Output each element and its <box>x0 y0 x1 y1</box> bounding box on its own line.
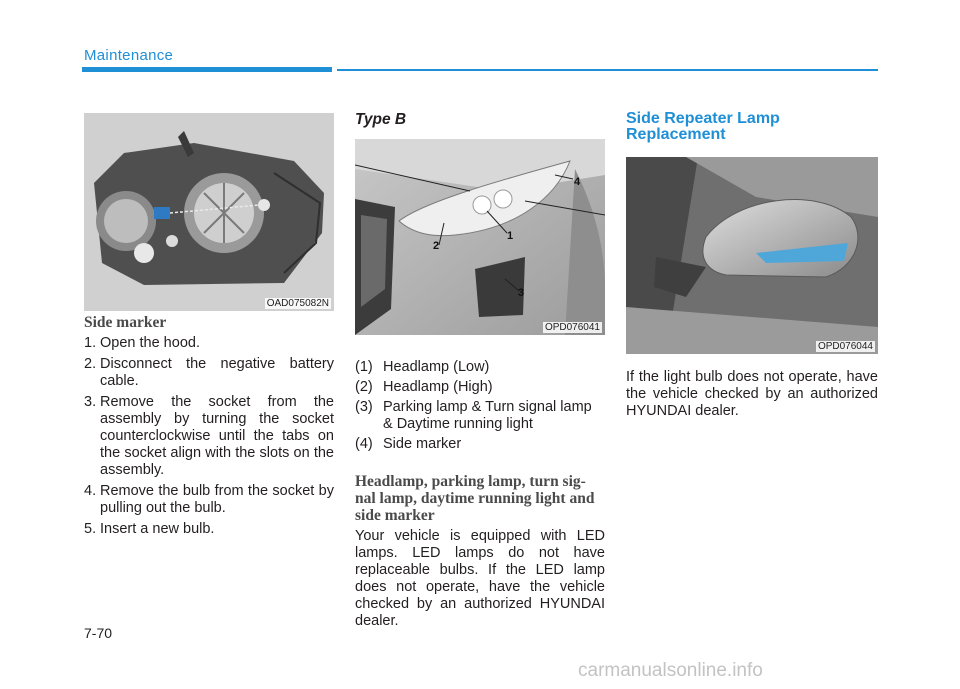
step-text: Disconnect the negative battery cable. <box>100 356 334 389</box>
list-item: (4) Side marker <box>355 436 605 453</box>
step-number: 4. <box>84 483 97 499</box>
figure-spacer <box>626 155 878 365</box>
side-marker-heading: Side marker <box>84 314 167 331</box>
step-number: 3. <box>84 394 97 410</box>
list-item: 4.Remove the bulb from the socket by pul… <box>84 483 334 517</box>
type-b-heading: Type B <box>355 111 407 128</box>
type-b-headlamp-illustration: 2 1 3 4 <box>355 139 605 335</box>
figure-code: OPD076044 <box>815 341 875 352</box>
list-item: 5.Insert a new bulb. <box>84 521 334 538</box>
step-number: 2. <box>84 356 97 372</box>
item-text: Side marker <box>383 436 462 452</box>
page-number: 7-70 <box>84 625 113 641</box>
item-number: (4) <box>355 436 373 452</box>
step-text: Open the hood. <box>100 335 200 351</box>
section-title: Maintenance <box>84 47 174 64</box>
side-mirror-illustration <box>626 157 878 354</box>
item-text: Headlamp (Low) <box>383 359 490 375</box>
step-text: Insert a new bulb. <box>100 521 215 537</box>
side-marker-section: Side marker 1.Open the hood. 2.Disconnec… <box>84 314 334 542</box>
callout-3: 3 <box>518 287 524 299</box>
callout-4: 4 <box>574 176 581 188</box>
figure-side-repeater: OPD076044 <box>626 157 878 354</box>
item-number: (2) <box>355 379 373 395</box>
item-number: (1) <box>355 359 373 375</box>
item-text: Parking lamp & Turn signal lamp & Daytim… <box>383 399 592 432</box>
side-marker-steps: 1.Open the hood. 2.Disconnect the negati… <box>84 335 334 538</box>
figure-code: OPD076041 <box>542 322 602 333</box>
list-item: (1) Headlamp (Low) <box>355 359 605 376</box>
headlamp-assembly-illustration <box>84 113 334 311</box>
step-number: 1. <box>84 335 97 351</box>
callout-1: 1 <box>507 230 513 242</box>
figure-side-marker: OAD075082N <box>84 113 334 311</box>
header-rule-thick <box>82 67 332 72</box>
item-number: (3) <box>355 399 373 415</box>
list-item: 1.Open the hood. <box>84 335 334 352</box>
list-item: 3.Remove the socket from the assembly by… <box>84 394 334 479</box>
item-text: Headlamp (High) <box>383 379 493 395</box>
step-number: 5. <box>84 521 97 537</box>
header-rule-thin <box>337 69 878 71</box>
side-repeater-section: Side Repeater Lamp Replacement If the li… <box>626 111 878 420</box>
step-text: Remove the bulb from the socket by pulli… <box>100 483 334 516</box>
type-b-section: Type B (1) Headlamp (Low) (2) Headlamp (Hi… <box>355 111 605 630</box>
step-text: Remove the socket from the assembly by t… <box>100 394 334 478</box>
led-body-text: Your vehicle is equipped with LED lamps.… <box>355 528 605 629</box>
watermark: carmanualsonline.info <box>578 660 763 681</box>
side-repeater-title: Side Repeater Lamp Replacement <box>626 110 780 143</box>
figure-spacer <box>355 137 605 359</box>
figure-code: OAD075082N <box>264 298 331 309</box>
list-item: (2) Headlamp (High) <box>355 379 605 396</box>
list-item: 2.Disconnect the negative battery cable. <box>84 356 334 390</box>
side-repeater-body: If the light bulb does not operate, have… <box>626 369 878 419</box>
figure-type-b: 2 1 3 4 OPD076041 <box>355 139 605 335</box>
callout-2: 2 <box>433 240 439 252</box>
led-subheading: Headlamp, parking lamp, turn sig-nal lam… <box>355 473 595 524</box>
list-item: (3) Parking lamp & Turn signal lamp & Day… <box>355 399 605 433</box>
